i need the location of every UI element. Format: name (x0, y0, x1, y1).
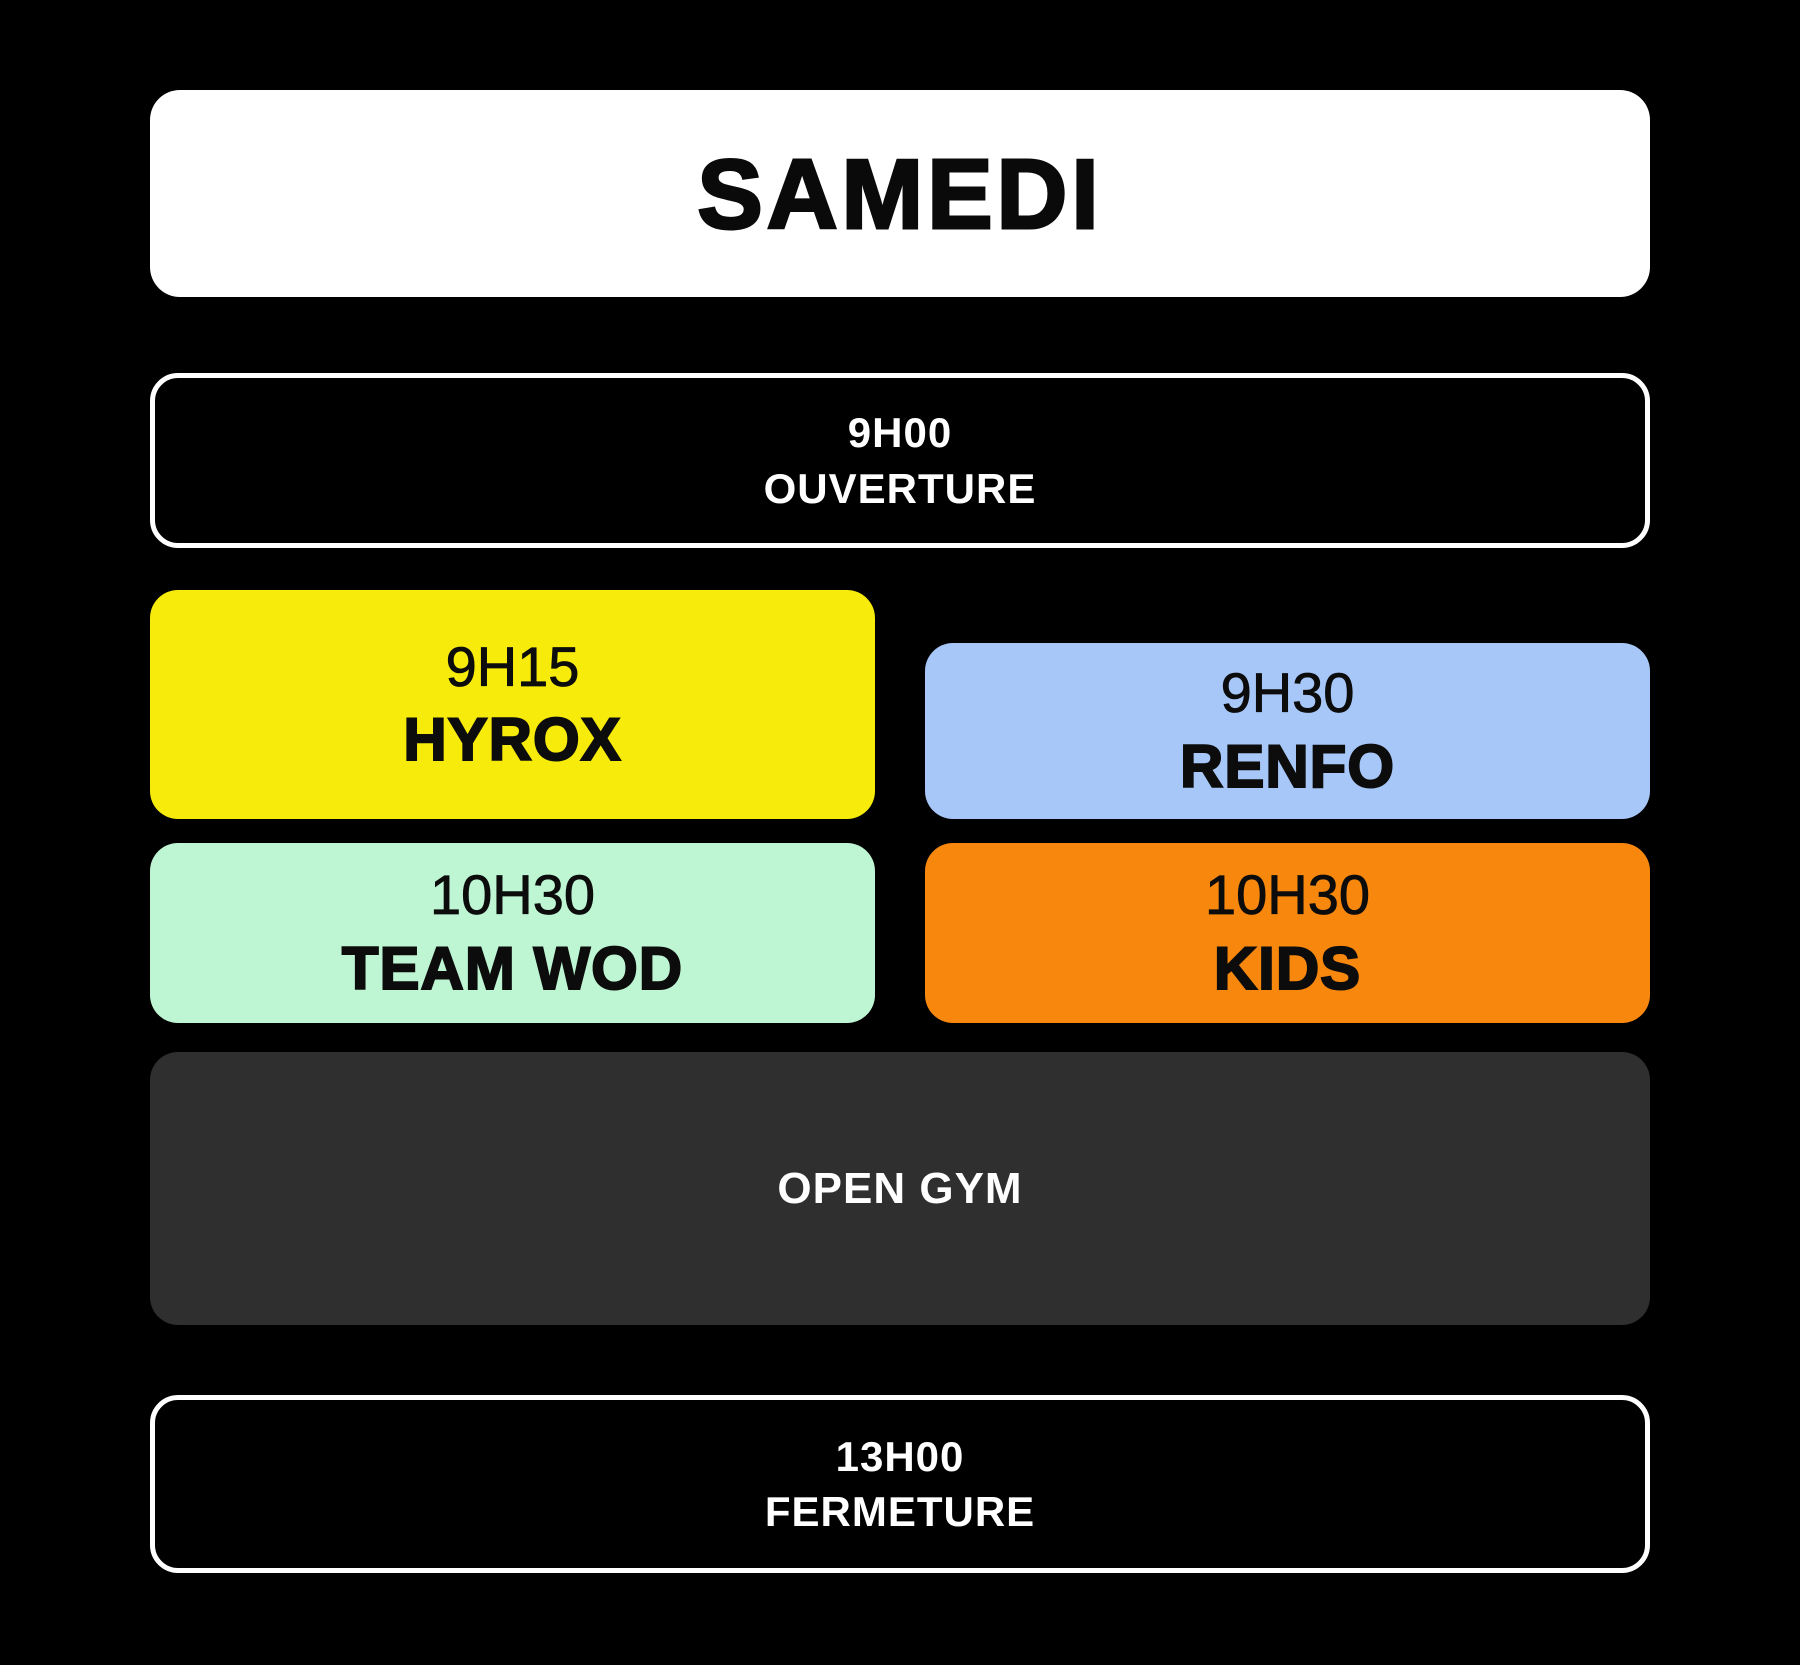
class-time: 9H30 (1220, 661, 1355, 725)
classes-grid: 9H15 HYROX 10H30 TEAM WOD 9H30 RENFO 10H… (150, 590, 1650, 1023)
class-name: KIDS (1213, 934, 1362, 1002)
class-card-renfo: 9H30 RENFO (925, 643, 1650, 819)
classes-column-right: 9H30 RENFO 10H30 KIDS (925, 590, 1650, 1023)
open-gym-box: OPEN GYM (150, 1052, 1650, 1325)
class-time: 9H15 (445, 634, 580, 698)
closing-label: FERMETURE (764, 1488, 1036, 1535)
class-name: RENFO (1179, 732, 1395, 800)
day-title: SAMEDI (696, 138, 1103, 249)
class-name: TEAM WOD (341, 934, 684, 1002)
schedule-content: SAMEDI 9H00 OUVERTURE 9H15 HYROX 10H30 T… (150, 90, 1650, 1573)
classes-column-left: 9H15 HYROX 10H30 TEAM WOD (150, 590, 875, 1023)
closing-box: 13H00 FERMETURE (150, 1395, 1650, 1573)
class-card-team-wod: 10H30 TEAM WOD (150, 843, 875, 1023)
class-time: 10H30 (1204, 863, 1371, 927)
class-card-hyrox: 9H15 HYROX (150, 590, 875, 819)
class-time: 10H30 (429, 863, 596, 927)
opening-time: 9H00 (847, 409, 953, 457)
open-gym-label: OPEN GYM (777, 1163, 1023, 1213)
class-name: HYROX (402, 706, 622, 774)
closing-time: 13H00 (835, 1432, 965, 1480)
opening-box: 9H00 OUVERTURE (150, 373, 1650, 548)
opening-label: OUVERTURE (763, 464, 1037, 512)
class-card-kids: 10H30 KIDS (925, 843, 1650, 1023)
day-header-card: SAMEDI (150, 90, 1650, 297)
